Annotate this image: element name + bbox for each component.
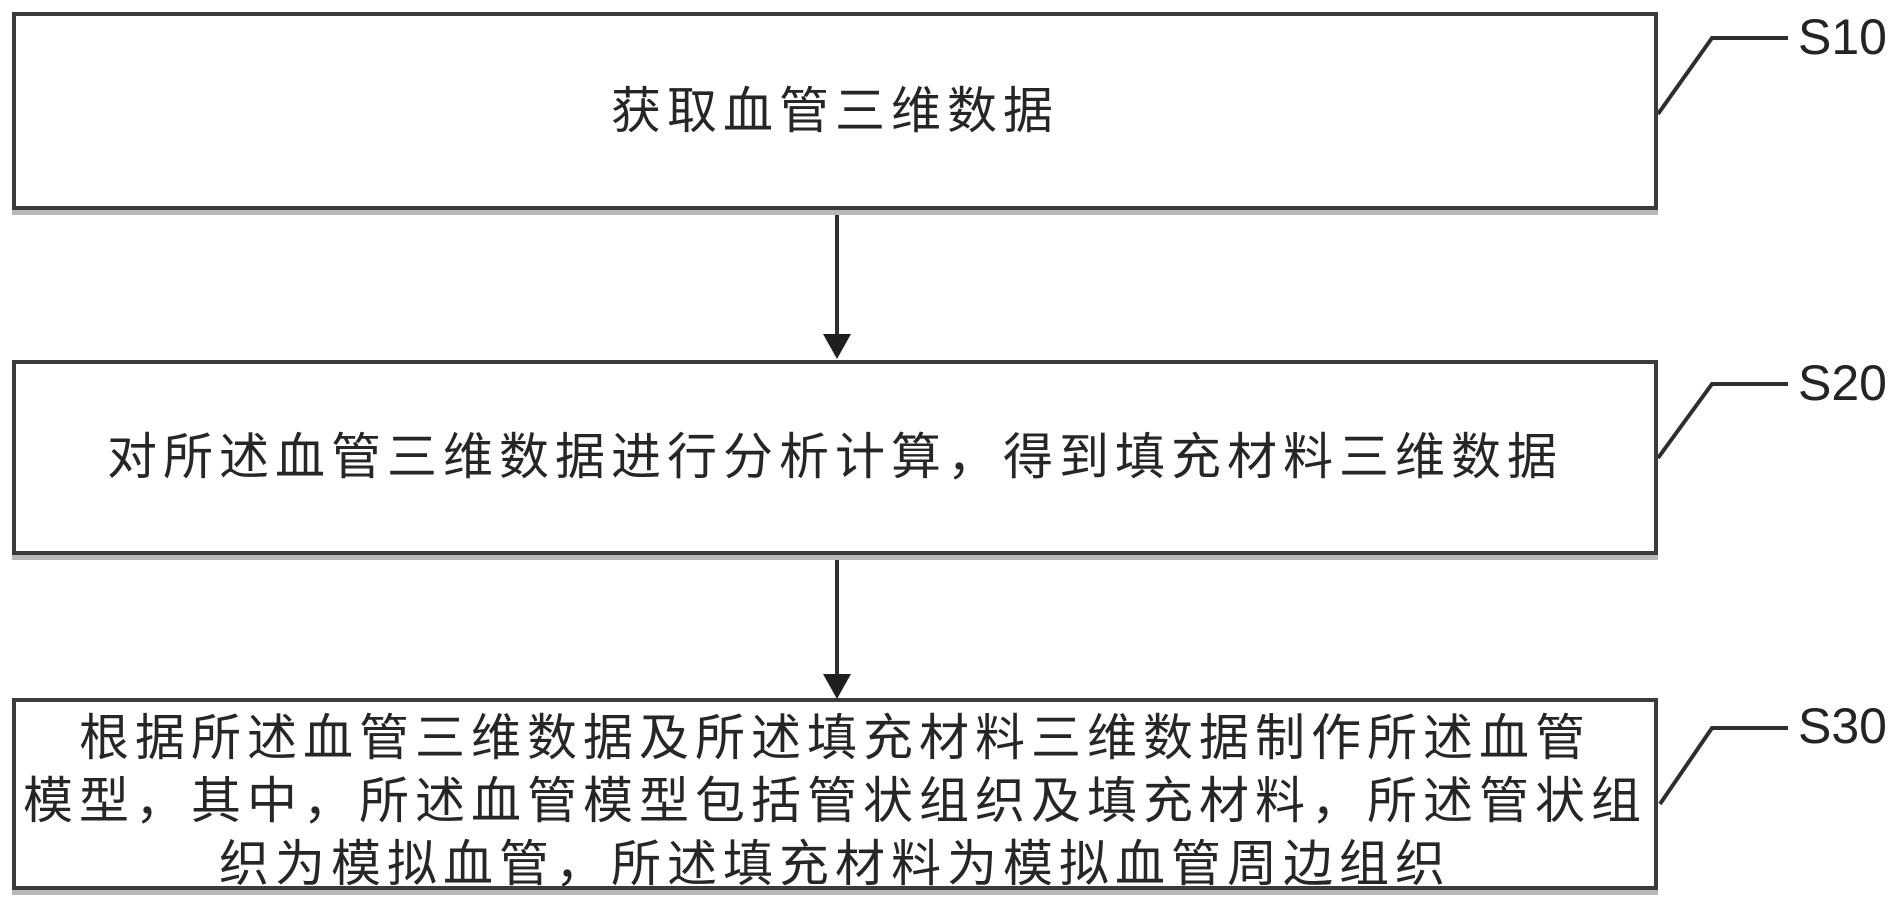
step-s10-text: 获取血管三维数据 [611, 82, 1059, 139]
step-box-s20: 对所述血管三维数据进行分析计算，得到填充材料三维数据 [12, 360, 1658, 555]
step-s30-text-line-2: 模型，其中，所述血管模型包括管状组织及填充材料，所述管状组 [23, 773, 1647, 829]
step-s30-text-line-1: 根据所述血管三维数据及所述填充材料三维数据制作所述血管 [79, 710, 1591, 766]
step-label-s30: S30 [1798, 698, 1887, 754]
leader-line-s10 [1656, 36, 1788, 116]
step-label-s10: S10 [1798, 9, 1887, 65]
down-arrow-2-head [823, 674, 851, 699]
step-box-s10: 获取血管三维数据 [12, 12, 1658, 210]
step-label-s20: S20 [1798, 355, 1887, 411]
down-arrow-1-head [823, 334, 851, 359]
leader-line-s20 [1656, 382, 1788, 460]
step-box-s30: 根据所述血管三维数据及所述填充材料三维数据制作所述血管 模型，其中，所述血管模型… [12, 698, 1658, 892]
step-s30-text-line-3: 织为模拟血管，所述填充材料为模拟血管周边组织 [219, 836, 1451, 892]
step-s20-text: 对所述血管三维数据进行分析计算，得到填充材料三维数据 [107, 429, 1563, 485]
leader-line-s30 [1658, 726, 1788, 806]
